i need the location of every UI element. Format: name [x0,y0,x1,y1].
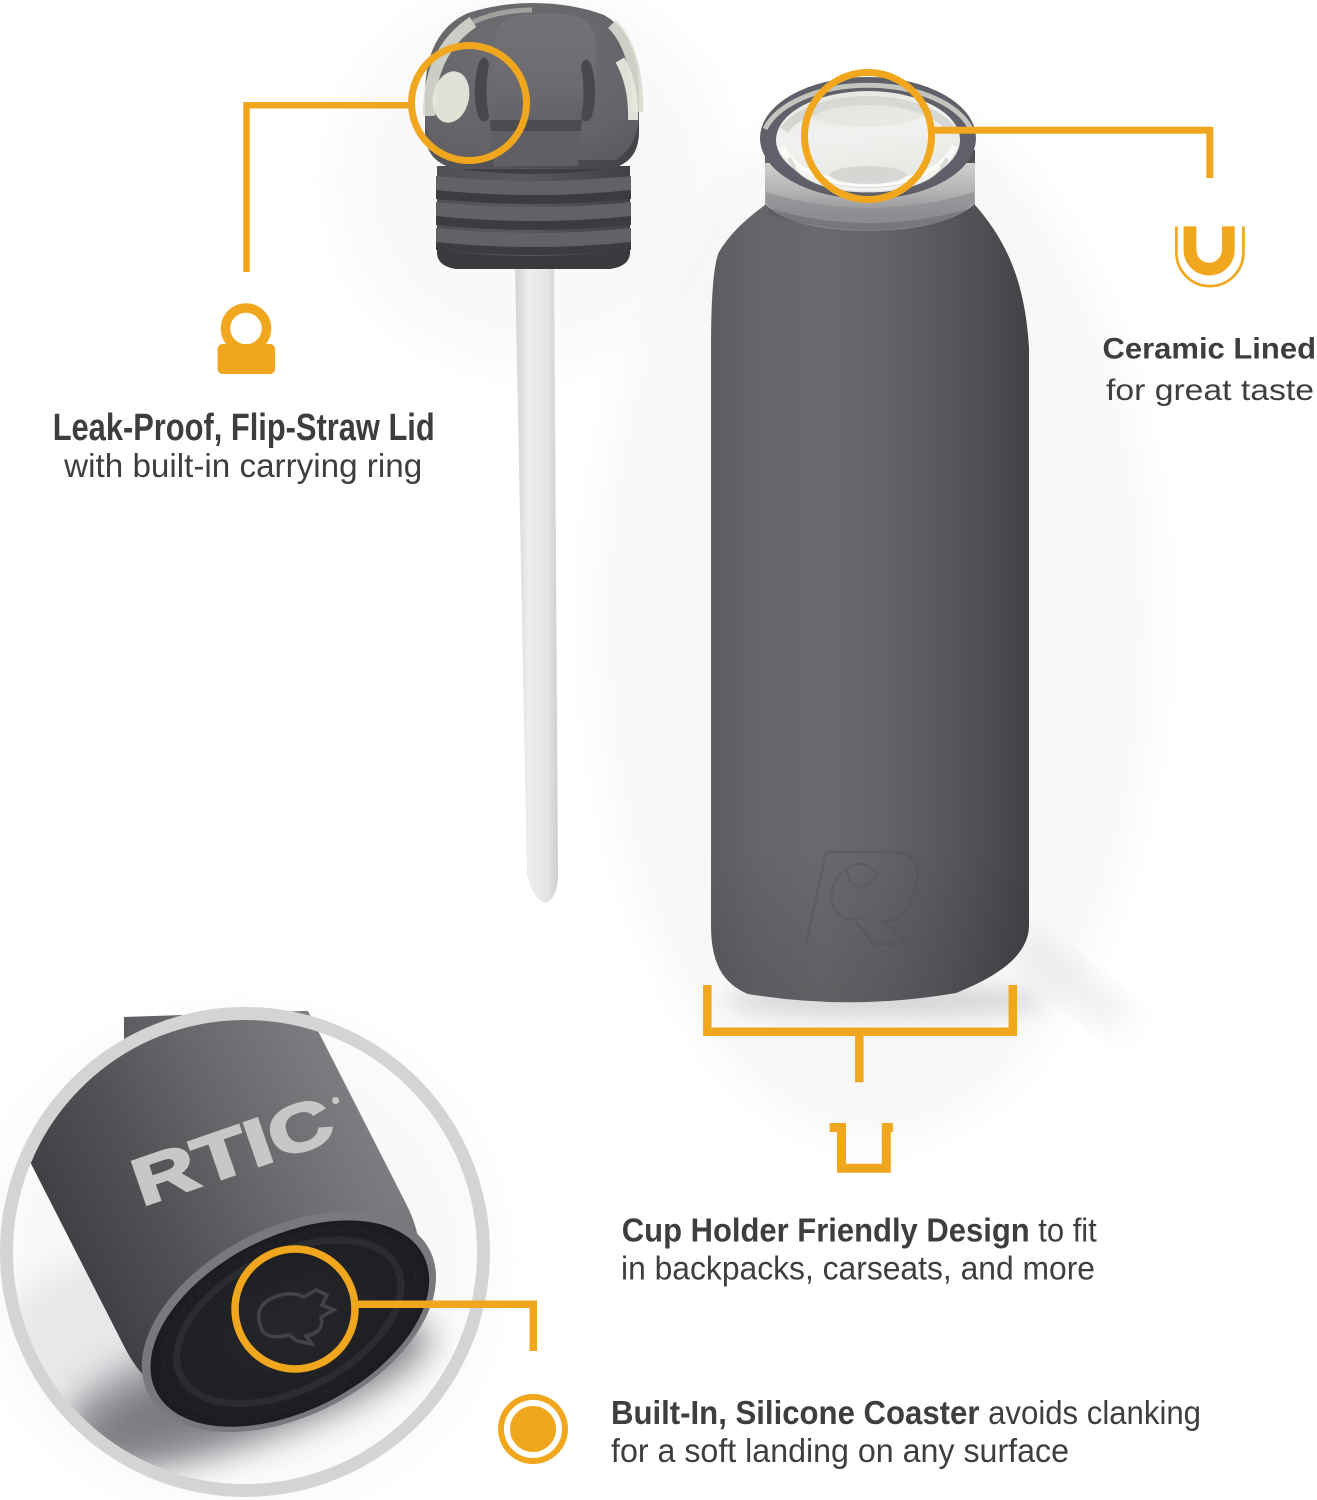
svg-text:with built-in carrying ring: with built-in carrying ring [63,447,422,484]
svg-text:in backpacks, carseats, and mo: in backpacks, carseats, and more [621,1249,1095,1286]
svg-text:Cup Holder Friendly Design to: Cup Holder Friendly Design to fit [622,1212,1097,1249]
svg-text:for a soft landing on any surf: for a soft landing on any surface [611,1432,1069,1469]
svg-text:Leak-Proof, Flip-Straw Lid: Leak-Proof, Flip-Straw Lid [53,407,435,449]
svg-text:for great taste: for great taste [1106,374,1314,407]
svg-text:Built-In, Silicone Coaster avo: Built-In, Silicone Coaster avoids clanki… [611,1394,1201,1431]
svg-text:Ceramic Lined: Ceramic Lined [1103,333,1317,366]
